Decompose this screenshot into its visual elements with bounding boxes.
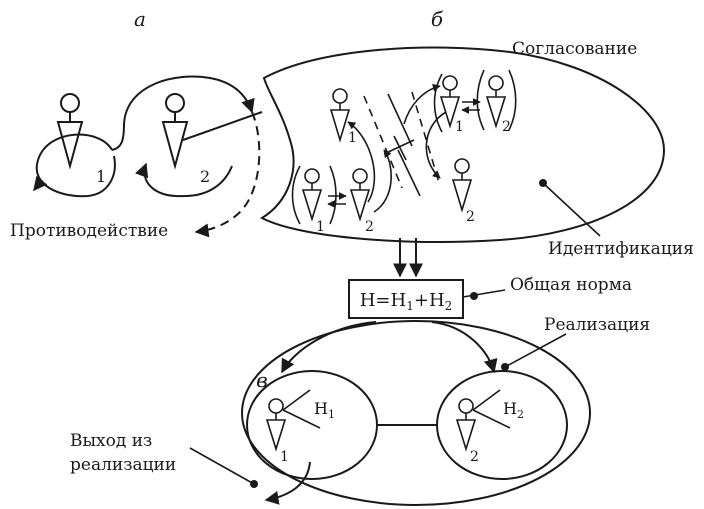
person-1-body — [56, 121, 84, 170]
panel-a: 1 2 Противодействие — [10, 75, 263, 241]
loop-arrow-1 — [33, 175, 48, 192]
loop-person-2-bottom — [184, 165, 233, 197]
svg-text:1: 1 — [348, 130, 357, 146]
arrow-to-norm-1 — [281, 321, 377, 374]
label-h1: Н1 — [314, 399, 335, 421]
norm-dot — [470, 292, 478, 300]
exit-arrow — [264, 461, 311, 505]
barrier-dashed-1 — [363, 95, 403, 189]
counteraction-dashed-arrow — [194, 111, 261, 238]
person-h1 — [265, 419, 287, 452]
person-2-body — [161, 121, 189, 170]
realization-outer-ellipse — [241, 320, 591, 506]
svg-text:1: 1 — [455, 119, 464, 135]
barrier-dashed-2 — [411, 91, 441, 187]
realization-leader-line — [504, 333, 567, 368]
svg-text:2: 2 — [470, 449, 479, 465]
person-b-br — [451, 179, 473, 213]
arrow-b-2 — [373, 149, 392, 213]
label-identifikatsiya: Идентификация — [548, 239, 694, 259]
panel-b: Согласование Идентификация 1 1 2 1 2 — [259, 39, 694, 259]
norm-2-ellipse — [436, 370, 568, 480]
identification-leader-line — [542, 182, 601, 237]
arrow-to-norm-2 — [431, 321, 498, 374]
svg-text:1: 1 — [316, 219, 325, 235]
person-b-tl — [329, 109, 351, 143]
agreement-region-outline — [259, 46, 666, 243]
panel-label-b: б — [431, 7, 444, 31]
label-vyhod-line2: реализации — [70, 455, 176, 475]
barrier-solid — [387, 93, 413, 147]
panel-label-a: а — [134, 7, 146, 31]
arrow-b-1 — [347, 121, 376, 203]
norm-1-ellipse — [246, 370, 378, 480]
label-soglasovanie: Согласование — [512, 39, 637, 59]
svg-text:2: 2 — [365, 219, 374, 235]
person-2-number: 2 — [200, 167, 210, 186]
arrow-b-4 — [403, 83, 441, 125]
person-b-tr2 — [485, 96, 507, 129]
person-1-number: 1 — [96, 167, 106, 186]
svg-text:2: 2 — [466, 209, 475, 225]
person-2-head — [165, 93, 185, 113]
loop-person-2 — [123, 75, 255, 125]
label-obshchaya-norma: Общая норма — [510, 275, 632, 295]
svg-text:2: 2 — [502, 119, 511, 135]
person-b-bl1 — [301, 189, 323, 222]
person-2-pointer-line — [182, 111, 263, 141]
general-norm-box: Н=Н1+Н2 Общая норма — [348, 275, 632, 319]
label-h2: Н2 — [503, 399, 524, 421]
loop-arrow-2 — [135, 162, 186, 198]
loop-connector — [111, 123, 125, 151]
label-realizatsiya: Реализация — [544, 315, 650, 335]
person-b-bl2 — [349, 189, 371, 222]
svg-text:1: 1 — [280, 449, 289, 465]
exit-leader-line — [189, 447, 255, 485]
label-protivodeystvie: Противодействие — [10, 221, 168, 241]
panel-v: Реализация 1 Н1 2 Н2 Выход из реализации — [70, 315, 650, 506]
panel-label-v: в — [256, 368, 268, 392]
norm-formula: Н=Н1+Н2 — [360, 290, 453, 313]
arrow-b-3 — [425, 111, 447, 179]
label-vyhod-line1: Выход из — [70, 431, 152, 451]
person-h2 — [455, 419, 477, 452]
person-1-head — [60, 93, 80, 113]
